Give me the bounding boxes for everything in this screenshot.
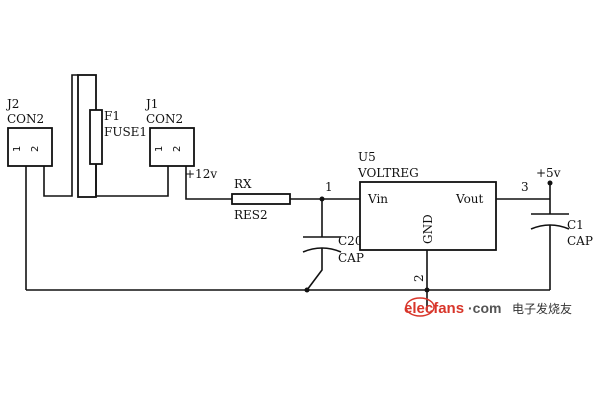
j1-pin2-label: 2 bbox=[172, 146, 183, 152]
u5-vin-pin-label: Vin bbox=[367, 192, 388, 206]
j2-type-label: CON2 bbox=[7, 112, 44, 126]
u5-gnd-pin-label: GND bbox=[421, 214, 435, 244]
j2-pin2-to-fuse-wire bbox=[43, 74, 78, 197]
output-5v-terminal-dot bbox=[547, 180, 553, 186]
u5-regulator-body bbox=[359, 181, 497, 251]
j1-ref-label: J1 bbox=[144, 97, 158, 111]
c1-type-label: CAP bbox=[567, 234, 593, 248]
j1-pin2-to-resistor-wire bbox=[185, 166, 232, 200]
node3-label: 3 bbox=[521, 180, 529, 194]
node2-label: 2 bbox=[412, 274, 426, 282]
fuse-to-j1-wire bbox=[95, 164, 169, 197]
watermark-domain-text: ·com bbox=[468, 300, 501, 316]
u5-vout-pin-label: Vout bbox=[455, 192, 484, 206]
watermark-brand-text: elecfans bbox=[404, 300, 464, 317]
j2-pin1-label: 1 bbox=[12, 146, 23, 152]
c20-bottom-wire bbox=[306, 248, 323, 291]
c20-ground-junction-dot bbox=[304, 287, 310, 293]
c1-ref-label: C1 bbox=[567, 218, 584, 232]
j2-pin2-label: 2 bbox=[30, 146, 41, 152]
j1-type-label: CON2 bbox=[146, 112, 183, 126]
rx-resistor-body bbox=[231, 193, 291, 205]
watermark-swoosh-icon bbox=[405, 297, 435, 317]
supply-5v-label: +5v bbox=[536, 166, 561, 180]
node1-label: 1 bbox=[325, 180, 333, 194]
f1-ref-label: F1 bbox=[104, 109, 120, 123]
fuse-element bbox=[89, 109, 103, 165]
j1-pin1-label: 1 bbox=[154, 146, 165, 152]
c20-type-label: CAP bbox=[338, 251, 364, 265]
u5-ref-label: U5 bbox=[358, 150, 376, 164]
j1-connector-body bbox=[149, 127, 195, 167]
watermark-chinese-text: 电子发烧友 bbox=[512, 301, 572, 316]
f1-type-label: FUSE1 bbox=[104, 125, 147, 139]
rx-ref-label: RX bbox=[234, 177, 252, 191]
j2-ref-label: J2 bbox=[5, 97, 19, 111]
c20-ref-label: C20 bbox=[338, 234, 362, 248]
j2-connector-body bbox=[7, 127, 53, 167]
rx-type-label: RES2 bbox=[234, 208, 268, 222]
u5-type-label: VOLTREG bbox=[357, 166, 419, 180]
gnd-junction-dot bbox=[424, 287, 430, 293]
supply-12v-label: +12v bbox=[185, 167, 217, 181]
watermark-logo: elecfans ·com 电子发烧友 bbox=[404, 297, 572, 317]
